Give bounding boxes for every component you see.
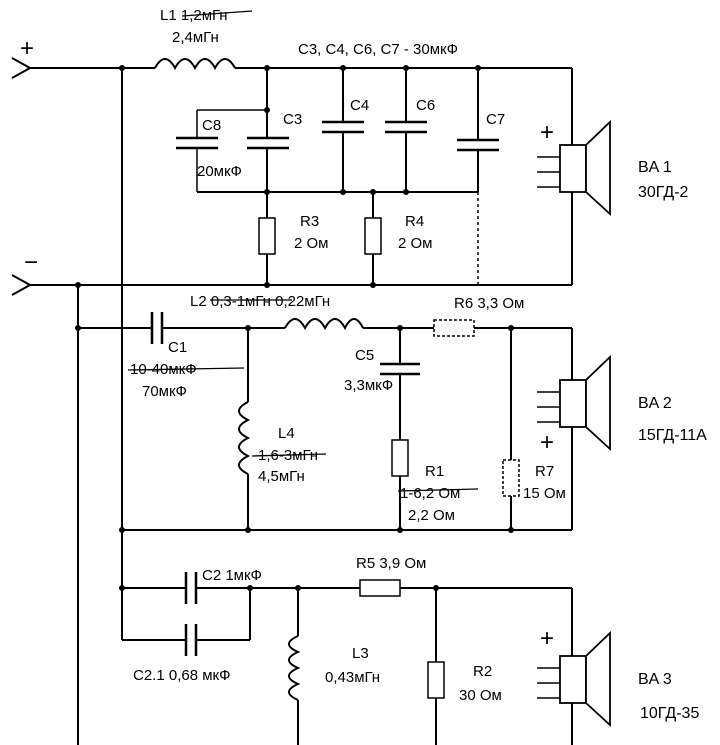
woofer-section: L1 1,2мГн 2,4мГн C3, C4, C6, C7 - 30мкФ … [75, 7, 573, 288]
minus-terminal: − [11, 249, 78, 296]
r7-value: 15 Ом [523, 485, 566, 502]
c1-new: 70мкФ [142, 383, 187, 400]
l4-new: 4,5мГн [258, 468, 305, 485]
c5-value: 3,3мкФ [344, 377, 393, 394]
r4-value: 2 Ом [398, 235, 433, 252]
l1-inductor [154, 58, 236, 71]
speaker-ba1: + BA 1 30ГД-2 [537, 119, 689, 217]
ba1-model: 30ГД-2 [638, 184, 689, 201]
r3-label: R3 [300, 213, 319, 230]
l3-inductor [288, 635, 301, 701]
r3-resistor [258, 217, 276, 255]
r2-resistor [427, 661, 445, 699]
l1-value: 2,4мГн [172, 29, 219, 46]
r5-resistor [359, 579, 401, 597]
c8-value: 20мкФ [197, 163, 242, 180]
ba2-name: BA 2 [638, 395, 672, 412]
r1-old: 1-6,2 Ом [400, 485, 460, 502]
ba3-model: 10ГД-35 [640, 705, 699, 722]
l4-label: L4 [278, 425, 295, 442]
c5-label: C5 [355, 347, 374, 364]
r7-label: R7 [535, 463, 554, 480]
r2-label: R2 [473, 663, 492, 680]
r6-label: R6 3,3 Ом [454, 295, 524, 312]
tweeter-section: C2 1мкФ C2.1 0,68 мкФ R5 3,9 Ом L3 0,43м… [121, 555, 573, 745]
ba1-name: BA 1 [638, 159, 672, 176]
r1-label: R1 [425, 463, 444, 480]
l3-value: 0,43мГн [325, 669, 380, 686]
r1-new: 2,2 Ом [408, 507, 455, 524]
ba1-polarity: + [540, 119, 554, 146]
c3-label: C3 [283, 111, 302, 128]
r6-resistor [433, 319, 475, 337]
plus-terminal: + [11, 35, 122, 79]
ba3-name: BA 3 [638, 671, 672, 688]
r4-label: R4 [405, 213, 424, 230]
minus-sign: − [24, 249, 38, 276]
ba3-polarity: + [540, 625, 554, 652]
c2-label: C2 1мкФ [202, 567, 262, 584]
ba2-model: 15ГД-11А [638, 427, 707, 444]
r3-value: 2 Ом [294, 235, 329, 252]
speaker-ba2: + BA 2 15ГД-11А [537, 354, 707, 456]
r4-resistor [364, 217, 382, 255]
l2-label: L2 0,3-1мГн 0,22мГн [190, 293, 330, 310]
midrange-section: C1 10-40мкФ 70мкФ L2 0,3-1мГн 0,22мГн R6… [78, 293, 573, 533]
plus-sign: + [20, 35, 34, 62]
r1-resistor [391, 439, 409, 477]
cap-group-label: C3, C4, C6, C7 - 30мкФ [298, 41, 458, 58]
r5-label: R5 3,9 Ом [356, 555, 426, 572]
c8-label: C8 [202, 117, 221, 134]
ba2-polarity: + [540, 429, 554, 456]
speaker-ba3: + BA 3 10ГД-35 [537, 625, 699, 728]
c21-label: C2.1 0,68 мкФ [133, 667, 231, 684]
l1-label: L1 1,2мГн [160, 7, 228, 24]
l2-inductor [284, 318, 364, 331]
c4-label: C4 [350, 97, 369, 114]
c7-label: C7 [486, 111, 505, 128]
c6-label: C6 [416, 97, 435, 114]
l4-inductor [238, 401, 251, 475]
c1-label: C1 [168, 339, 187, 356]
r2-value: 30 Ом [459, 687, 502, 704]
r7-resistor [502, 459, 520, 497]
l3-label: L3 [352, 645, 369, 662]
